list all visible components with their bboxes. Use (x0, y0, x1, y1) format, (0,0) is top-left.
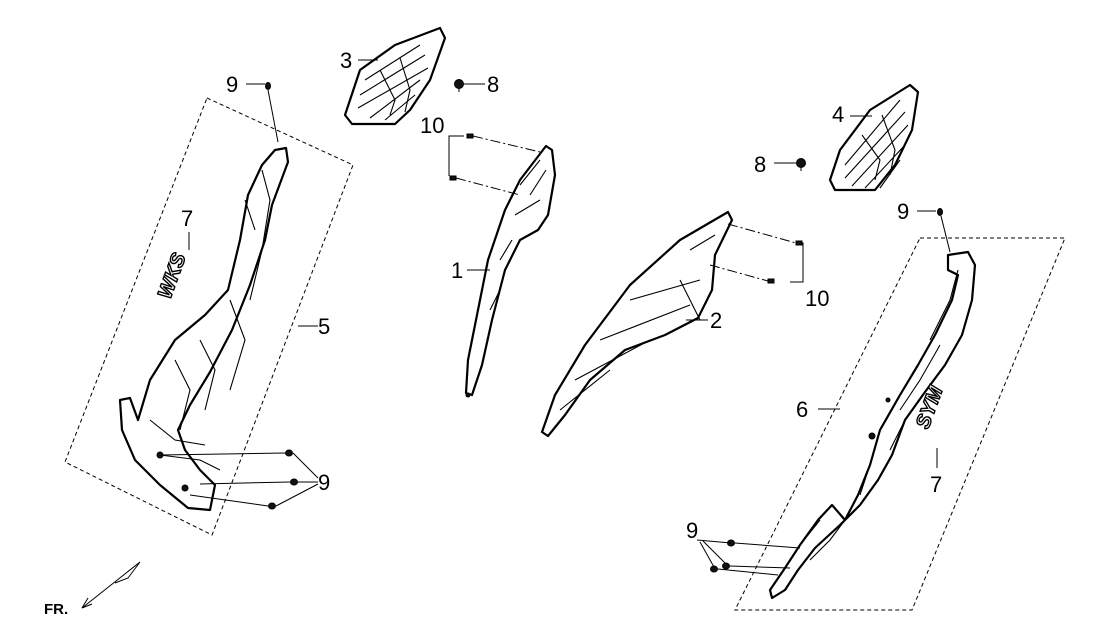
part-10-left-label: 10 (420, 113, 444, 138)
part-1-side-trim (464, 144, 557, 398)
part-8-right-label: 8 (754, 152, 766, 177)
screws-10-right (709, 223, 804, 284)
screws-10-left (448, 133, 541, 196)
part-8-top-label: 8 (487, 72, 499, 97)
front-direction-arrow (81, 561, 141, 609)
part-9-top-left-label: 9 (226, 72, 238, 97)
logo-wks-left: WKS (153, 249, 191, 302)
part-6-label: 6 (796, 397, 808, 422)
part-10-right-label: 10 (805, 286, 829, 311)
part-6-floor-side-panel (768, 250, 977, 600)
part-2-side-trim (540, 210, 734, 438)
fastener-8-right (796, 158, 806, 171)
part-5-floor-side-panel (118, 146, 290, 512)
part-9-top-right-label: 9 (897, 199, 909, 224)
part-5-label: 5 (318, 314, 330, 339)
fastener-8-top (454, 79, 464, 92)
part-1-label: 1 (451, 258, 463, 283)
clips-9-bottom-left (159, 449, 319, 510)
part-7-right-label: 7 (930, 472, 942, 497)
part-6-assembly-box (734, 237, 1066, 611)
part-3-label: 3 (340, 48, 352, 73)
part-2-label: 2 (710, 308, 722, 333)
part-5-assembly-box (64, 97, 354, 536)
part-9-bottom-left-label: 9 (318, 470, 330, 495)
logo-wks-left-text: WKS (154, 250, 191, 302)
front-marker-label: FR. (44, 601, 68, 618)
clip-9-top-right (937, 208, 951, 253)
clips-9-bottom-right (696, 539, 801, 576)
part-4-floor-panel (828, 83, 920, 192)
clip-9-top-left (265, 82, 279, 143)
part-9-bottom-right-label: 9 (686, 518, 698, 543)
part-3-floor-panel (343, 26, 447, 126)
part-4-label: 4 (832, 102, 844, 127)
part-7-left-label: 7 (181, 206, 193, 231)
